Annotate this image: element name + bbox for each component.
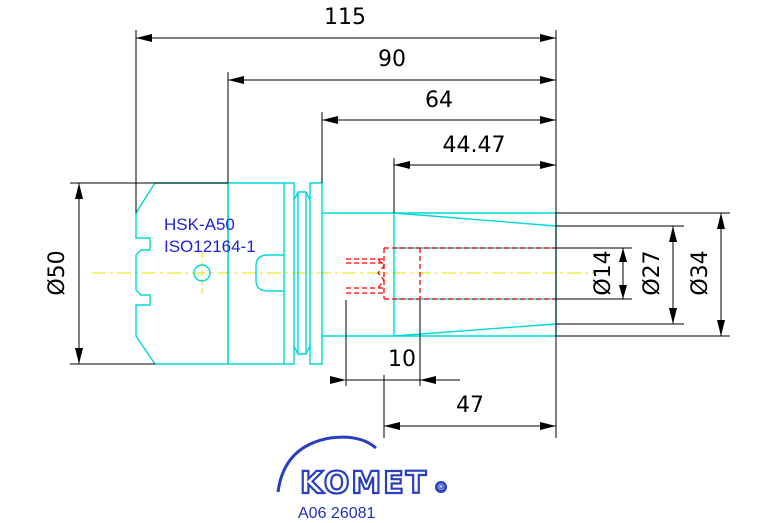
dimension-47: 47	[456, 393, 484, 418]
dimension-diameter-27: Ø27	[640, 250, 665, 295]
dimension-diameter-34: Ø34	[688, 250, 713, 295]
logo-arc	[276, 435, 377, 493]
taper-nose	[393, 212, 557, 337]
cross-hole	[193, 264, 211, 282]
v-groove	[284, 182, 323, 365]
arrowheads	[75, 34, 725, 430]
logo-wordmark: KOMET	[300, 466, 428, 501]
part-number: A06 26081	[298, 505, 376, 522]
dimension-115: 115	[324, 5, 366, 30]
dimension-64: 64	[425, 88, 453, 113]
dimension-diameter-14: Ø14	[591, 250, 616, 295]
spec-interface-label: HSK-A50	[164, 215, 235, 234]
komet-logo: KOMET ®	[276, 435, 447, 502]
dimension-90: 90	[378, 47, 406, 72]
dimension-lines	[70, 30, 730, 438]
trademark-symbol: ®	[437, 483, 446, 493]
hidden-bore	[346, 247, 556, 300]
dimension-10: 10	[388, 347, 416, 372]
dimension-diameter-50: Ø50	[45, 250, 70, 295]
drive-slot	[255, 254, 284, 292]
dimension-44-47: 44.47	[443, 133, 506, 158]
body	[322, 212, 557, 337]
trademark-circle	[435, 481, 447, 493]
spec-standard-label: ISO12164-1	[164, 237, 256, 256]
